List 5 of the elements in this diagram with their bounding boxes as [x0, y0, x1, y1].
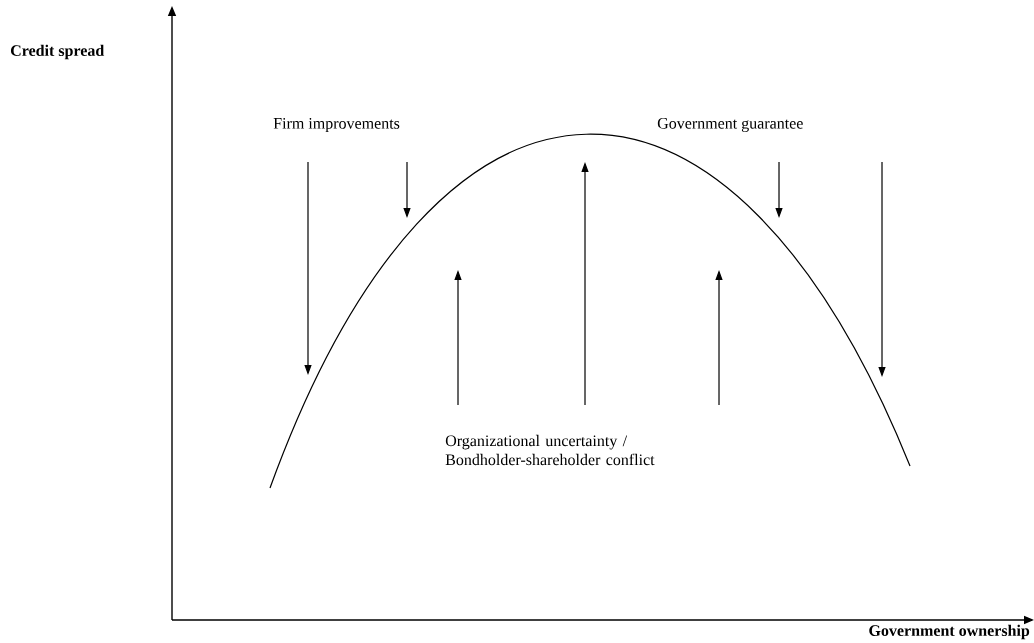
axis-label: Government ownership [869, 624, 1030, 640]
annotation-text: Organizational uncertainty / Bondholder-shareholder conflict [445, 434, 655, 466]
annotation-text: Government guarantee [657, 118, 803, 132]
annotation-text: Firm improvements [273, 118, 400, 132]
axis-label: Credit spread [11, 44, 105, 60]
